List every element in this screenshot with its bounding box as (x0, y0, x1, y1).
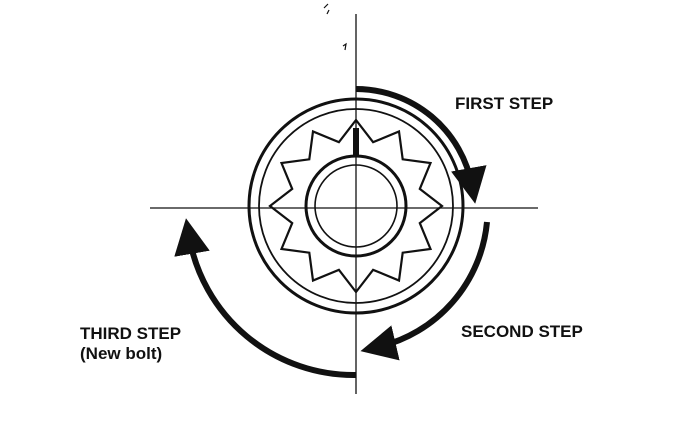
bolt-head (247, 97, 465, 315)
scan-speck (323, 3, 330, 15)
washer-outer-circle (247, 97, 465, 315)
second-step-arrow (360, 221, 490, 361)
third-step-note-label: (New bolt) (80, 344, 162, 363)
third-step-arrow (174, 218, 357, 379)
washer-inner-circle (258, 108, 454, 304)
bolt-shank-inner-circle (314, 164, 398, 248)
twelve-point-bolt-head (268, 118, 444, 294)
third-step-label: THIRD STEP (80, 324, 181, 343)
first-step-label: FIRST STEP (455, 94, 553, 113)
scan-speck (342, 42, 347, 51)
first-step-arrow (355, 86, 487, 204)
reference-mark (353, 128, 359, 156)
second-step-label: SECOND STEP (461, 322, 583, 341)
